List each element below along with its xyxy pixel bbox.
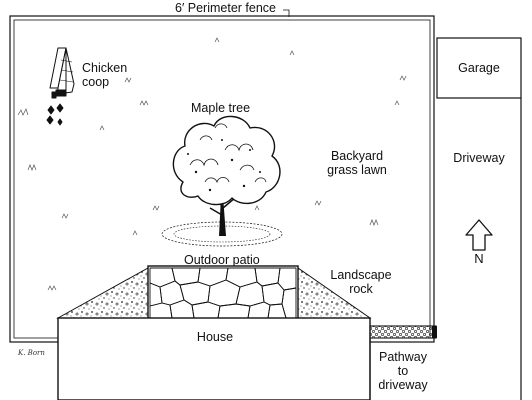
lawn-label-line1: Backyard [330,149,384,163]
fence-label: 6′ Perimeter fence [175,1,277,15]
pathway-label-line3: driveway [378,378,428,392]
rock-label-line1: Landscape [330,268,392,282]
artist-signature: K. Born [18,349,45,357]
house-label: House [196,330,234,344]
tree-icon [161,115,283,247]
driveway-label: Driveway [453,151,505,165]
pathway-label: Pathway to driveway [370,350,436,392]
lawn-label: Backyard grass lawn [322,149,392,177]
pathway-label-line2: to [397,364,409,378]
pathway [369,325,437,400]
lawn-label-line2: grass lawn [327,163,387,177]
chicken-coop-label-line2: coop [82,75,110,89]
rock-label-line2: rock [349,282,373,296]
rock-label: Landscape rock [326,268,396,296]
patio-label: Outdoor patio [184,253,260,267]
chicken-coop-label: Chicken coop [82,61,127,89]
maple-tree-label: Maple tree [191,101,251,115]
house [57,317,371,400]
garage [436,37,522,99]
grass-tuft-icon [17,37,407,291]
garage-label: Garage [458,61,500,75]
chicken-coop-icon [46,47,75,126]
north-label: N [474,251,484,266]
outdoor-patio [147,265,299,321]
chicken-coop-label-line1: Chicken [82,61,128,75]
up-arrow-icon [465,219,493,251]
pathway-label-line1: Pathway [379,350,427,364]
